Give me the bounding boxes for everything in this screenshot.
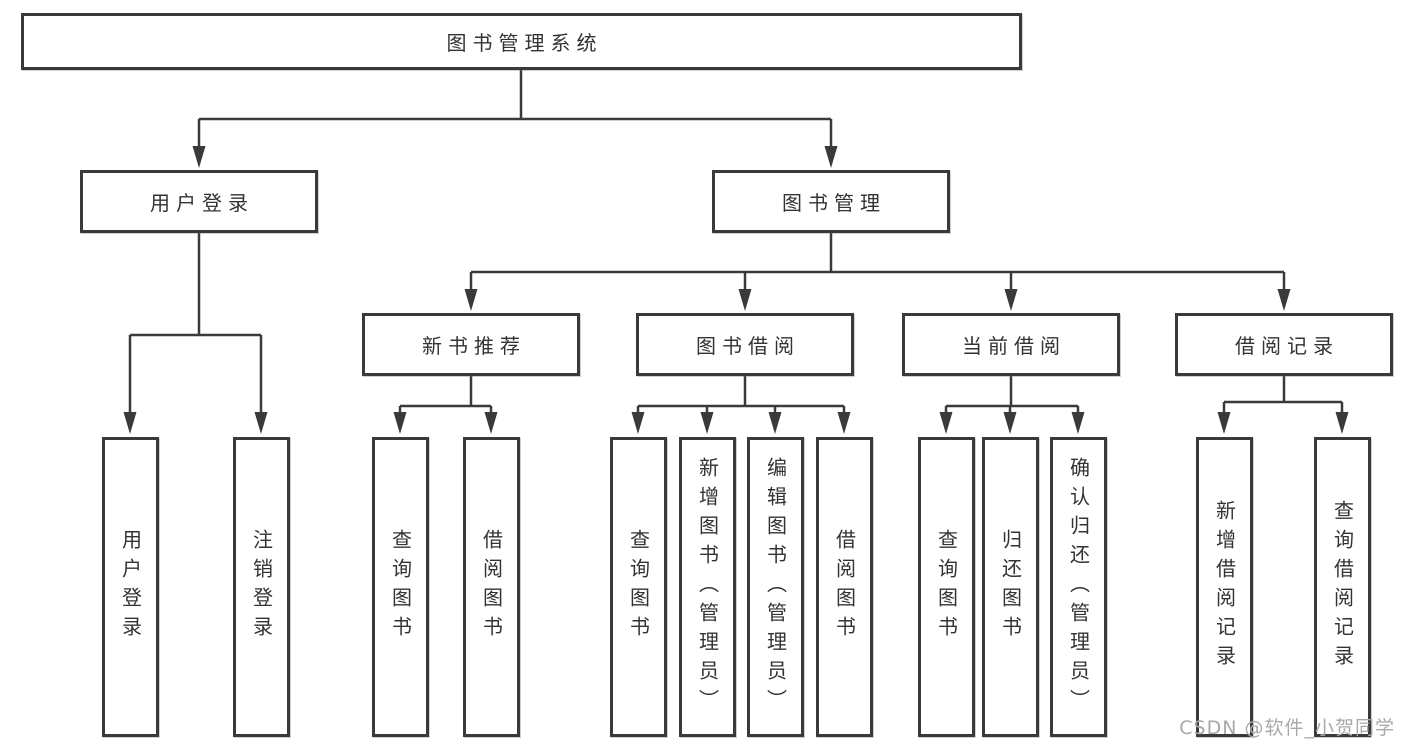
leaf-user-login-label: 用户登录 xyxy=(118,529,143,645)
node-root-system: 图书管理系统 xyxy=(21,13,1022,70)
connector-borrow-records-to-leaves xyxy=(1217,376,1349,434)
leaf-user-login: 用户登录 xyxy=(102,437,159,737)
connector-book-borrow-to-leaves xyxy=(631,376,851,434)
node-new-book-recommend: 新书推荐 xyxy=(362,313,580,376)
leaf-confirm-return-admin: 确认归还（管理员） xyxy=(1050,437,1107,737)
connector-root-to-level2 xyxy=(192,70,838,168)
leaf-query-borrow-record-label: 查询借阅记录 xyxy=(1330,500,1355,674)
connector-new-book-rec-to-leaves xyxy=(393,376,498,434)
node-current-borrowing: 当前借阅 xyxy=(902,313,1120,376)
node-book-management: 图书管理 xyxy=(712,170,950,233)
leaf-query-book-bb-label: 查询图书 xyxy=(626,529,651,645)
leaf-borrow-book-nbr-label: 借阅图书 xyxy=(479,529,504,645)
leaf-query-book-cb: 查询图书 xyxy=(918,437,975,737)
connector-user-login-to-leaves xyxy=(123,233,268,434)
leaf-edit-book-admin-label: 编辑图书（管理员） xyxy=(763,456,788,718)
leaf-add-book-admin: 新增图书（管理员） xyxy=(679,437,736,737)
node-borrowing-records: 借阅记录 xyxy=(1175,313,1393,376)
leaf-borrow-book-bb: 借阅图书 xyxy=(816,437,873,737)
leaf-query-book-cb-label: 查询图书 xyxy=(934,529,959,645)
leaf-confirm-return-admin-label: 确认归还（管理员） xyxy=(1066,456,1091,718)
leaf-borrow-book-bb-label: 借阅图书 xyxy=(832,529,857,645)
leaf-add-book-admin-label: 新增图书（管理员） xyxy=(695,456,720,718)
leaf-logout: 注销登录 xyxy=(233,437,290,737)
connector-book-mgmt-to-level3 xyxy=(464,233,1291,311)
connector-current-borrow-to-leaves xyxy=(939,376,1085,434)
leaf-query-borrow-record: 查询借阅记录 xyxy=(1314,437,1371,737)
node-book-borrowing: 图书借阅 xyxy=(636,313,854,376)
leaf-logout-label: 注销登录 xyxy=(249,529,274,645)
leaf-add-borrow-record: 新增借阅记录 xyxy=(1196,437,1253,737)
leaf-query-book-nbr: 查询图书 xyxy=(372,437,429,737)
csdn-watermark: CSDN @软件_小贺同学 xyxy=(1179,717,1395,739)
leaf-query-book-bb: 查询图书 xyxy=(610,437,667,737)
leaf-return-book: 归还图书 xyxy=(982,437,1039,737)
leaf-return-book-label: 归还图书 xyxy=(998,529,1023,645)
leaf-query-book-nbr-label: 查询图书 xyxy=(388,529,413,645)
node-user-login: 用户登录 xyxy=(80,170,318,233)
leaf-borrow-book-nbr: 借阅图书 xyxy=(463,437,520,737)
leaf-edit-book-admin: 编辑图书（管理员） xyxy=(747,437,804,737)
leaf-add-borrow-record-label: 新增借阅记录 xyxy=(1212,500,1237,674)
